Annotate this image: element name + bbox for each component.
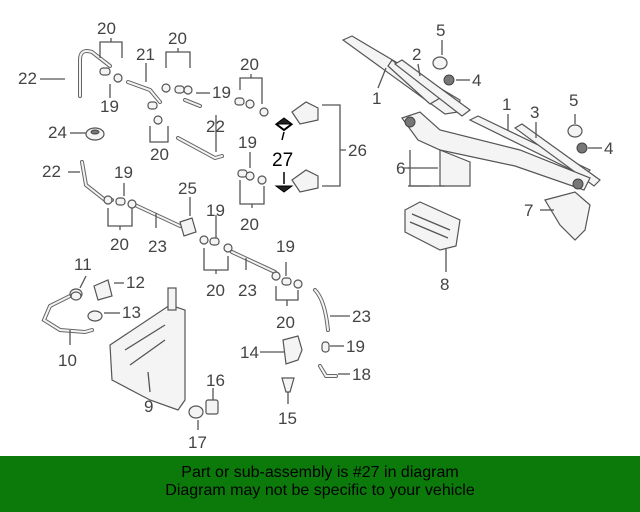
callout-3: 3 <box>530 103 539 122</box>
footer-line-2: Diagram may not be specific to your vehi… <box>165 482 475 499</box>
callout-17: 17 <box>188 433 207 452</box>
callout-20: 20 <box>240 215 259 234</box>
wiper-linkage <box>401 111 591 191</box>
callout-25: 25 <box>178 179 197 198</box>
callout-22: 22 <box>42 162 61 181</box>
callout-19: 19 <box>238 133 257 152</box>
hose-21 <box>126 80 162 104</box>
callout-15: 15 <box>278 409 297 428</box>
wiper-motor <box>544 191 591 241</box>
clamp-12 <box>93 279 113 301</box>
callout-19: 19 <box>212 83 231 102</box>
callout-7: 7 <box>524 201 533 220</box>
hose-22-center <box>176 136 224 161</box>
hose-22-mid <box>80 160 114 202</box>
callout-20: 20 <box>110 235 129 254</box>
callout-21: 21 <box>136 45 155 64</box>
callout-brackets <box>99 38 445 306</box>
grommet-24 <box>85 127 105 141</box>
callout-20: 20 <box>97 19 116 38</box>
callout-labels: 20 22 19 21 20 19 20 22 24 20 19 27 26 2… <box>18 19 613 452</box>
callout-23: 23 <box>352 307 371 326</box>
cap-5b <box>567 124 583 138</box>
parts-diagram: 20 22 19 21 20 19 20 22 24 20 19 27 26 2… <box>18 19 613 452</box>
callout-2: 2 <box>412 45 421 64</box>
callout-12: 12 <box>126 273 145 292</box>
hose-18 <box>318 364 338 378</box>
callout-8: 8 <box>440 275 449 294</box>
washer-nozzle-lower <box>291 169 319 193</box>
part-27-clip <box>274 117 294 193</box>
callout-16: 16 <box>206 371 225 390</box>
wiper-blade-left <box>393 59 472 117</box>
cap-5a <box>432 56 448 70</box>
callout-20: 20 <box>276 313 295 332</box>
callout-5: 5 <box>436 21 445 40</box>
callout-20: 20 <box>240 55 259 74</box>
callout-22: 22 <box>206 117 225 136</box>
cowl-cover <box>404 201 461 251</box>
connector-19-loose <box>321 341 330 353</box>
callout-19: 19 <box>276 237 295 256</box>
callout-19: 19 <box>346 337 365 356</box>
callout-5: 5 <box>569 91 578 110</box>
callout-9: 9 <box>144 397 153 416</box>
callout-11: 11 <box>74 255 92 274</box>
callout-20: 20 <box>150 145 169 164</box>
grommet-17 <box>188 405 204 419</box>
callout-23: 23 <box>148 237 167 256</box>
callout-19: 19 <box>206 201 225 220</box>
washer-reservoir-9 <box>109 287 186 411</box>
footer-banner: Part or sub-assembly is #27 in diagram D… <box>0 456 640 512</box>
callout-1: 1 <box>502 95 511 114</box>
callout-1: 1 <box>372 89 381 108</box>
hose-22-top <box>78 49 112 98</box>
nut-4b <box>576 142 588 154</box>
callout-19: 19 <box>100 97 119 116</box>
clip-13 <box>87 310 103 322</box>
hose-23-b <box>230 250 277 274</box>
callout-10: 10 <box>58 351 77 370</box>
callout-13: 13 <box>122 303 141 322</box>
footer-line-1: Part or sub-assembly is #27 in diagram <box>181 464 459 481</box>
callout-4: 4 <box>604 139 613 158</box>
callout-14: 14 <box>240 343 259 362</box>
callout-26: 26 <box>348 141 367 160</box>
hose-23-c <box>313 288 330 332</box>
hose-23-a <box>133 203 182 228</box>
callout-6: 6 <box>396 159 405 178</box>
cap-11 <box>70 291 82 301</box>
wiper-blade-right <box>513 123 601 187</box>
callout-23: 23 <box>238 281 257 300</box>
callout-22: 22 <box>18 69 37 88</box>
callout-4: 4 <box>472 71 481 90</box>
leader-lines <box>40 40 602 430</box>
callout-24: 24 <box>48 123 67 142</box>
connectors <box>99 67 303 289</box>
filler-neck-10 <box>41 288 94 335</box>
nut-4a <box>443 74 455 86</box>
callout-20: 20 <box>206 281 225 300</box>
callout-27: 27 <box>272 150 293 171</box>
callout-20: 20 <box>168 29 187 48</box>
hose-23-d <box>183 98 202 108</box>
seal-15 <box>281 377 295 393</box>
washer-pump-14 <box>282 335 303 365</box>
pump-16 <box>205 399 219 415</box>
check-valve-25 <box>179 217 197 237</box>
callout-18: 18 <box>352 365 371 384</box>
callout-19: 19 <box>114 163 133 182</box>
washer-nozzle-upper <box>291 101 319 125</box>
